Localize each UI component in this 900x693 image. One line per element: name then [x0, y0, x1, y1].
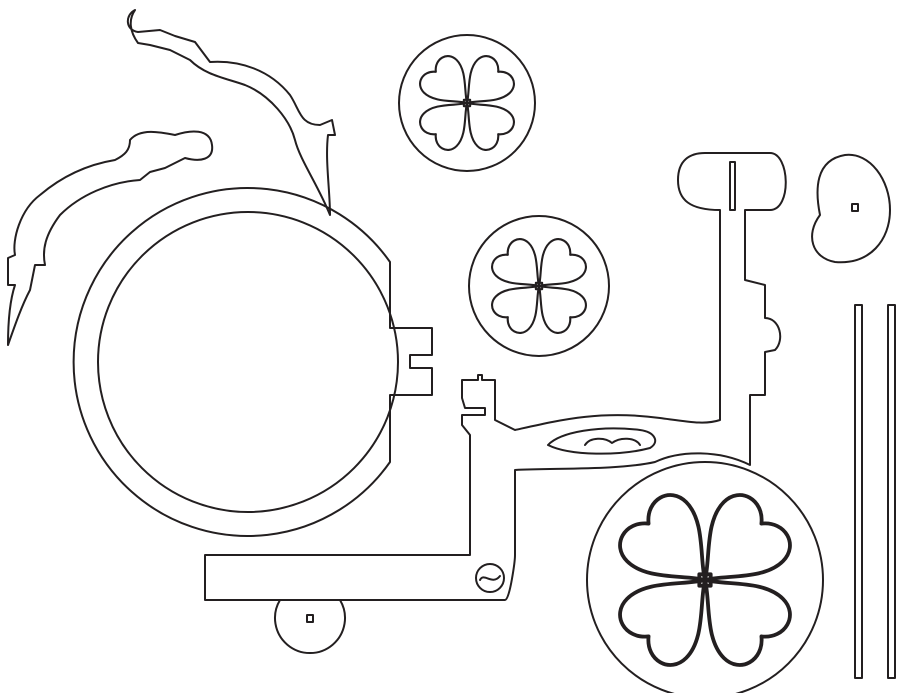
heart-piece: [811, 153, 891, 264]
ornament: [584, 437, 641, 446]
small-wheel: [274, 599, 346, 655]
small-wheel-slot: [306, 614, 314, 623]
large-ring-inner: [97, 211, 399, 513]
handlebar-horn-lower: [7, 130, 214, 346]
rod-left: [854, 304, 863, 679]
heart-slot: [851, 203, 859, 212]
clover-disc-top: [398, 34, 536, 172]
frame-emblem-swirl: [479, 575, 501, 581]
large-ring: [72, 187, 433, 537]
frame-inner-cutout: [547, 427, 657, 455]
handlebar-horn-upper: [126, 9, 336, 216]
frame-emblem: [475, 563, 505, 593]
clover-disc-middle: [468, 215, 610, 357]
handle-slot: [729, 161, 736, 211]
rod-right: [887, 304, 896, 679]
frame: [204, 152, 787, 601]
clover-wheel-large: [586, 461, 824, 693]
